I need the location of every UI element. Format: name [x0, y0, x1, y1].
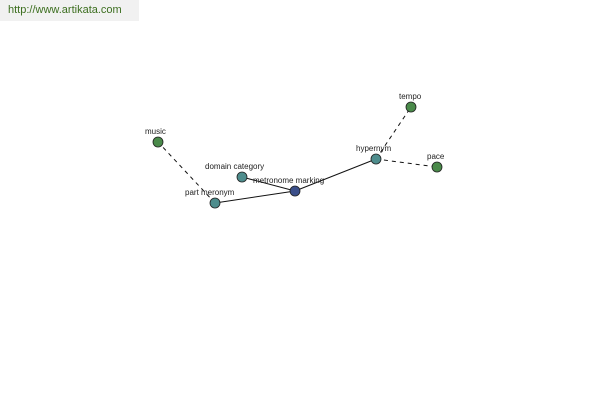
edge-hypernym-to-pace [375, 158, 438, 168]
node-tempo[interactable] [405, 101, 417, 113]
node-part-meronym[interactable] [209, 197, 221, 209]
node-label-hypernym[interactable]: hypernym [356, 144, 391, 153]
node-metronome-marking[interactable] [289, 185, 301, 197]
node-music[interactable] [152, 136, 164, 148]
node-label-pace[interactable]: pace [427, 152, 445, 161]
nodes-layer [152, 101, 443, 209]
node-label-tempo[interactable]: tempo [399, 92, 422, 101]
edge-metronome-marking-to-hypernym [294, 158, 377, 192]
labels-layer: metronome marking domain category part mer… [145, 92, 445, 197]
edge-hypernym-to-tempo [375, 106, 412, 160]
source-link[interactable]: http://www.artikata.com [8, 4, 122, 16]
node-label-music[interactable]: music [145, 127, 166, 136]
edge-part-meronym-to-music [157, 141, 216, 204]
source-bar: http://www.artikata.com [0, 0, 139, 21]
node-domain-category[interactable] [236, 171, 248, 183]
node-label-part-meronym[interactable]: part meronym [185, 188, 235, 197]
edge-metronome-marking-to-part-meronym [214, 190, 296, 204]
node-label-domain-category[interactable]: domain category [205, 162, 264, 171]
edges-layer [157, 106, 438, 204]
node-label-metronome-marking[interactable]: metronome marking [253, 176, 324, 185]
edge-metronome-marking-to-domain-category [241, 176, 296, 192]
node-pace[interactable] [431, 161, 443, 173]
node-hypernym[interactable] [370, 153, 382, 165]
